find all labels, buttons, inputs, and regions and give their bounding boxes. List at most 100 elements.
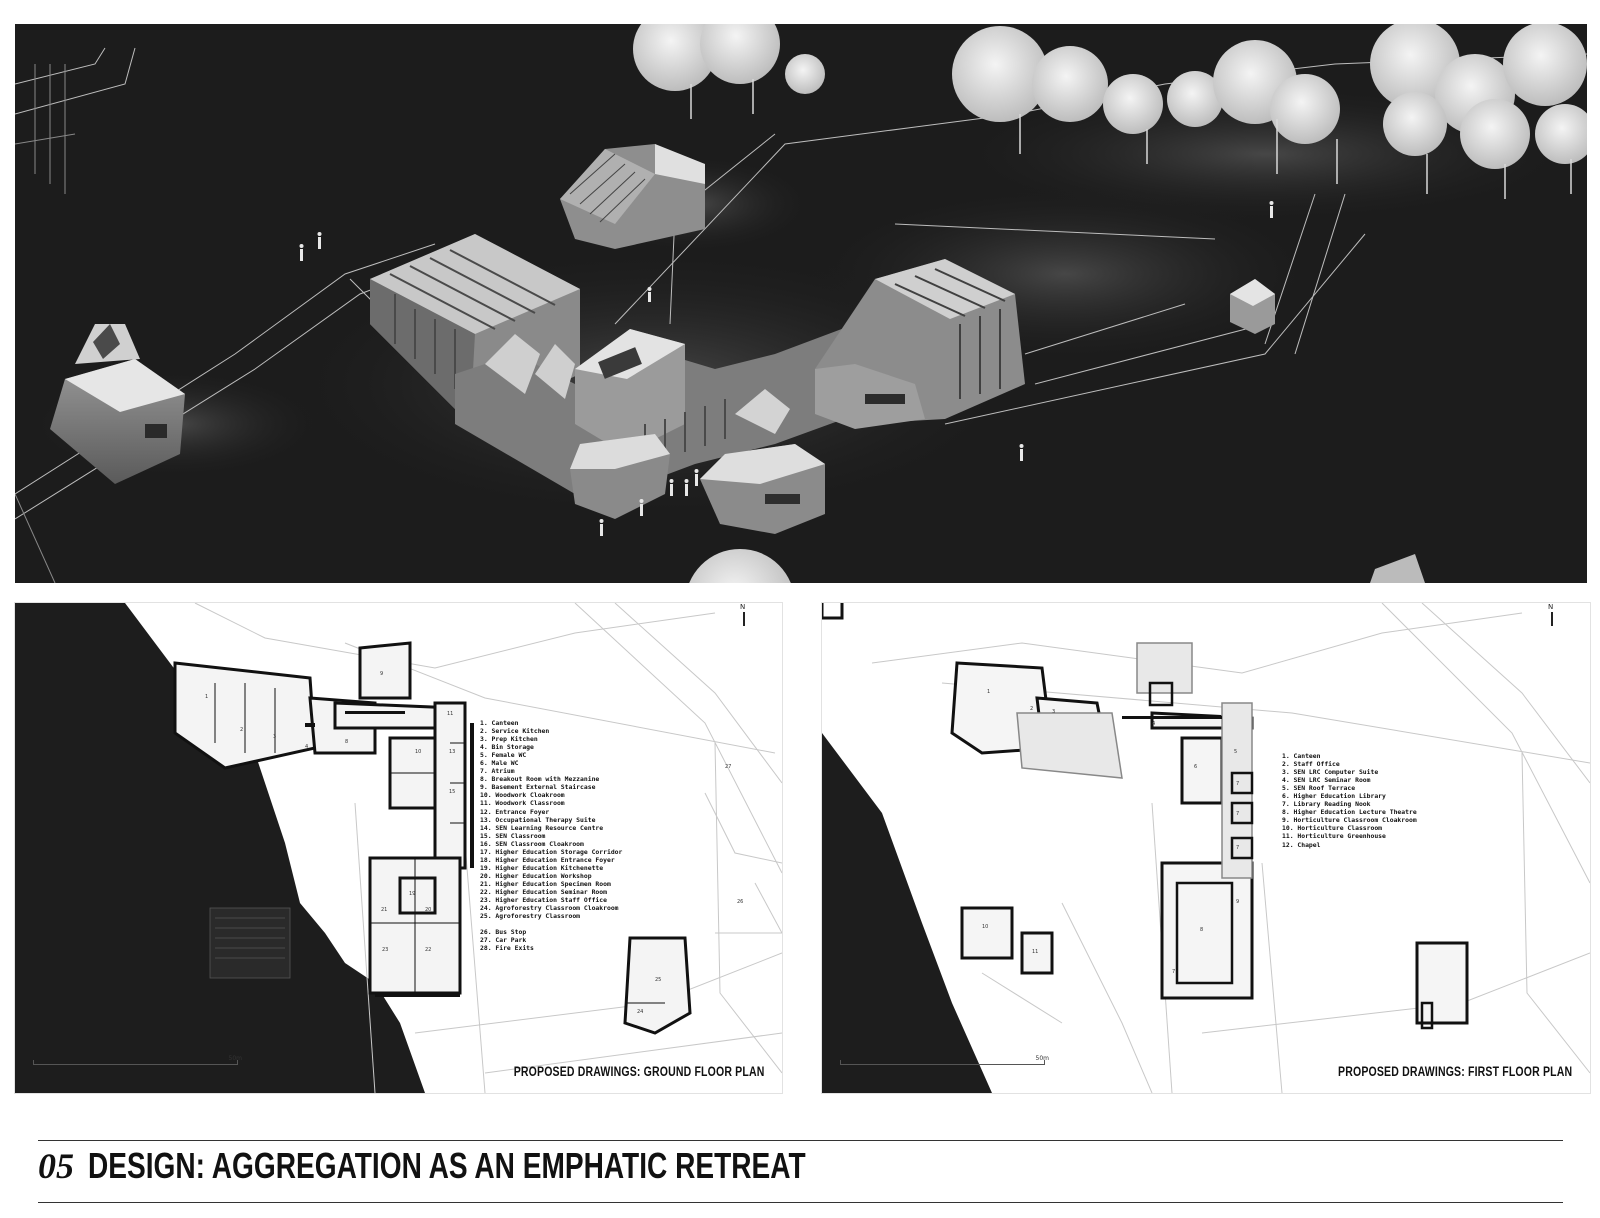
- legend-item: 13. Occupational Therapy Suite: [480, 815, 596, 824]
- legend-item: 20. Higher Education Workshop: [480, 871, 592, 880]
- legend-item: 1. Canteen: [480, 719, 519, 727]
- legend-item: 10. Horticulture Classroom: [1282, 824, 1383, 833]
- svg-text:3: 3: [1052, 709, 1055, 715]
- svg-text:11: 11: [1032, 949, 1038, 955]
- svg-text:13: 13: [449, 749, 455, 755]
- legend-item: 6. Higher Education Library: [1282, 792, 1386, 801]
- legend-item: 5. Female WC: [480, 751, 527, 760]
- svg-text:11: 11: [447, 711, 453, 717]
- scale-label: 50m: [228, 1055, 242, 1062]
- plan-title: PROPOSED DRAWINGS: GROUND FLOOR PLAN: [513, 1064, 764, 1079]
- svg-text:6: 6: [1194, 764, 1197, 770]
- svg-text:10: 10: [982, 924, 988, 930]
- legend-item: 17. Higher Education Storage Corridor: [480, 847, 623, 856]
- svg-text:3: 3: [273, 734, 276, 740]
- woodland-mass: [822, 733, 992, 1093]
- greenhouse-pavilion: [560, 144, 705, 249]
- legend-item: 22. Higher Education Seminar Room: [480, 887, 607, 896]
- north-arrow: N: [1546, 603, 1560, 629]
- section-number: 05: [38, 1146, 74, 1186]
- plan-title: PROPOSED DRAWINGS: FIRST FLOOR PLAN: [1337, 1064, 1572, 1079]
- legend-item: 11. Woodwork Classroom: [480, 799, 565, 808]
- legend-item: 2. Service Kitchen: [480, 727, 550, 736]
- legend-item: 4. SEN LRC Seminar Room: [1282, 776, 1371, 785]
- north-label: N: [740, 603, 746, 611]
- pavilion-south: [570, 434, 825, 534]
- svg-text:8: 8: [345, 739, 348, 745]
- scale-bar: 50m: [33, 1055, 242, 1065]
- north-arrow: N: [738, 603, 752, 629]
- svg-text:24: 24: [637, 1009, 643, 1015]
- svg-text:1: 1: [987, 689, 990, 695]
- legend-item: 7. Library Reading Nook: [1282, 800, 1371, 809]
- svg-text:25: 25: [655, 977, 661, 983]
- svg-text:5: 5: [1234, 749, 1237, 755]
- svg-text:8: 8: [1200, 927, 1203, 933]
- legend-item: 26. Bus Stop: [480, 928, 527, 937]
- legend-item: 9. Basement External Staircase: [480, 783, 596, 792]
- legend-item: 8. Breakout Room with Mezzanine: [480, 775, 600, 784]
- legend-item: 3. Prep Kitchen: [480, 735, 538, 744]
- legend-item: 14. SEN Learning Resource Centre: [480, 823, 604, 832]
- legend-item: 11. Horticulture Greenhouse: [1282, 832, 1386, 841]
- people-figures: [299, 201, 1274, 536]
- aerial-axonometric-drawing: [15, 24, 1587, 583]
- outbuilding-east: [1230, 279, 1425, 583]
- svg-text:23: 23: [382, 947, 388, 953]
- svg-text:7: 7: [1236, 845, 1239, 851]
- legend-item: 8. Higher Education Lecture Theatre: [1282, 808, 1417, 817]
- svg-text:7: 7: [1236, 811, 1239, 817]
- legend-item: 23. Higher Education Staff Office: [480, 896, 607, 905]
- svg-text:2: 2: [1030, 706, 1033, 712]
- legend-item: 25. Agroforestry Classroom: [480, 912, 581, 921]
- svg-text:10: 10: [415, 749, 421, 755]
- svg-text:9: 9: [1236, 899, 1239, 905]
- svg-text:4: 4: [305, 744, 308, 750]
- scale-bar: 50m: [840, 1055, 1049, 1065]
- legend-item: 2. Staff Office: [1282, 760, 1340, 769]
- svg-text:22: 22: [425, 947, 431, 953]
- legend-item: 24. Agroforestry Classroom Cloakroom: [480, 904, 619, 913]
- legend-item: 5. SEN Roof Terrace: [1282, 784, 1356, 793]
- tree-canopy: [633, 24, 1587, 583]
- first-floor-legend: 1. Canteen 2. Staff Office 3. SEN LRC Co…: [1282, 752, 1417, 849]
- svg-text:27: 27: [725, 764, 731, 770]
- basement-staircase: [209, 907, 291, 979]
- legend-item: 19. Higher Education Kitchenette: [480, 863, 604, 872]
- scale-label: 50m: [1035, 1055, 1049, 1062]
- svg-text:15: 15: [449, 789, 455, 795]
- svg-text:26: 26: [737, 899, 743, 905]
- svg-text:9: 9: [380, 671, 383, 677]
- legend-item: 12. Entrance Foyer: [480, 807, 550, 816]
- svg-text:7: 7: [1236, 781, 1239, 787]
- legend-item: 10. Woodwork Cloakroom: [480, 791, 565, 800]
- legend-item: 3. SEN LRC Computer Suite: [1282, 768, 1379, 777]
- svg-text:21: 21: [381, 907, 387, 913]
- legend-item: 1. Canteen: [1282, 752, 1321, 760]
- east-block: [815, 259, 1025, 429]
- section-title: DESIGN: AGGREGATION AS AN EMPHATIC RETRE…: [88, 1145, 806, 1186]
- aerial-axonometric-view: [15, 24, 1587, 583]
- central-complex: [455, 324, 885, 494]
- legend-item: 21. Higher Education Specimen Room: [480, 879, 611, 888]
- legend-item: 15. SEN Classroom: [480, 831, 546, 840]
- legend-item: 12. Chapel: [1282, 840, 1321, 849]
- svg-text:4: 4: [1152, 721, 1155, 727]
- legend-item: 6. Male WC: [480, 759, 519, 768]
- legend-item: 7. Atrium: [480, 767, 515, 776]
- footer-rule-top: [38, 1140, 1563, 1141]
- svg-text:2: 2: [240, 727, 243, 733]
- north-label: N: [1548, 603, 1554, 611]
- legend-item: 28. Fire Exits: [480, 944, 534, 953]
- legend-item: 9. Horticulture Classroom Cloakroom: [1282, 816, 1417, 825]
- ground-floor-walls: [173, 641, 692, 1035]
- legend-item: 18. Higher Education Entrance Foyer: [480, 855, 615, 864]
- legend-item: 16. SEN Classroom Cloakroom: [480, 839, 584, 848]
- svg-text:1: 1: [205, 694, 208, 700]
